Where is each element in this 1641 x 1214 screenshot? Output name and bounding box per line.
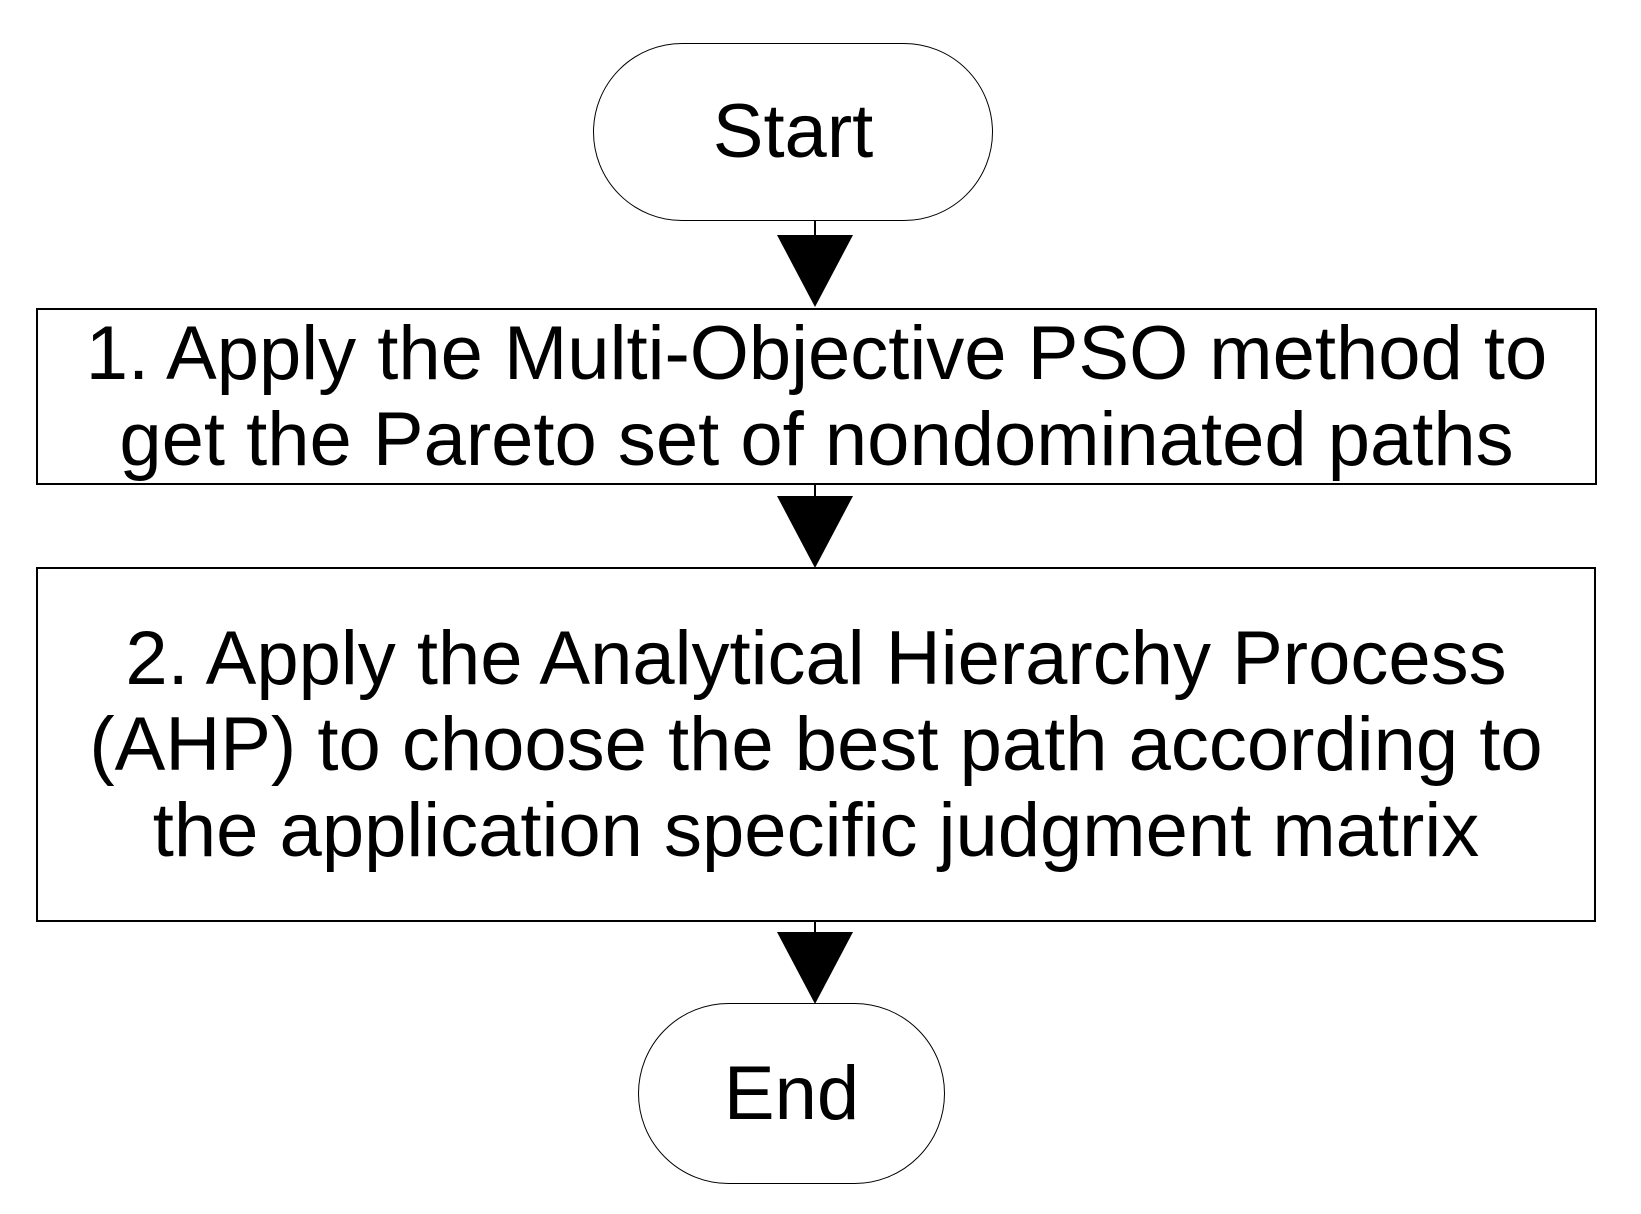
arrowhead-down-icon — [777, 932, 853, 1004]
flow-node-step2-text: 2. Apply the Analytical Hierarchy Proces… — [38, 616, 1594, 874]
arrowhead-down-icon — [777, 496, 853, 568]
edge-stem — [814, 921, 816, 935]
flow-node-end-label: End — [723, 1050, 860, 1136]
arrowhead-down-icon — [777, 235, 853, 307]
flow-node-step2[interactable]: 2. Apply the Analytical Hierarchy Proces… — [36, 567, 1596, 922]
edge-stem — [814, 220, 816, 238]
flow-node-step2-line-3: the application specific judgment matrix — [152, 787, 1480, 873]
flow-node-step2-line-1: 2. Apply the Analytical Hierarchy Proces… — [125, 615, 1507, 701]
flow-node-step1-line-1: 1. Apply the Multi-Objective PSO method … — [85, 310, 1548, 396]
flow-edge-start-to-step1 — [777, 220, 853, 308]
flow-node-step1-text: 1. Apply the Multi-Objective PSO method … — [38, 311, 1595, 483]
flow-node-step1[interactable]: 1. Apply the Multi-Objective PSO method … — [36, 308, 1597, 485]
edge-stem — [814, 485, 816, 499]
flow-node-end[interactable]: End — [638, 1003, 945, 1184]
flow-node-start-label: Start — [712, 89, 874, 174]
flow-node-start[interactable]: Start — [593, 43, 993, 221]
flow-node-step2-line-2: (AHP) to choose the best path according … — [89, 701, 1543, 787]
flow-node-step1-line-2: get the Pareto set of nondominated paths — [119, 396, 1514, 482]
flow-edge-step2-to-end — [777, 921, 853, 1004]
flow-edge-step1-to-step2 — [777, 485, 853, 568]
